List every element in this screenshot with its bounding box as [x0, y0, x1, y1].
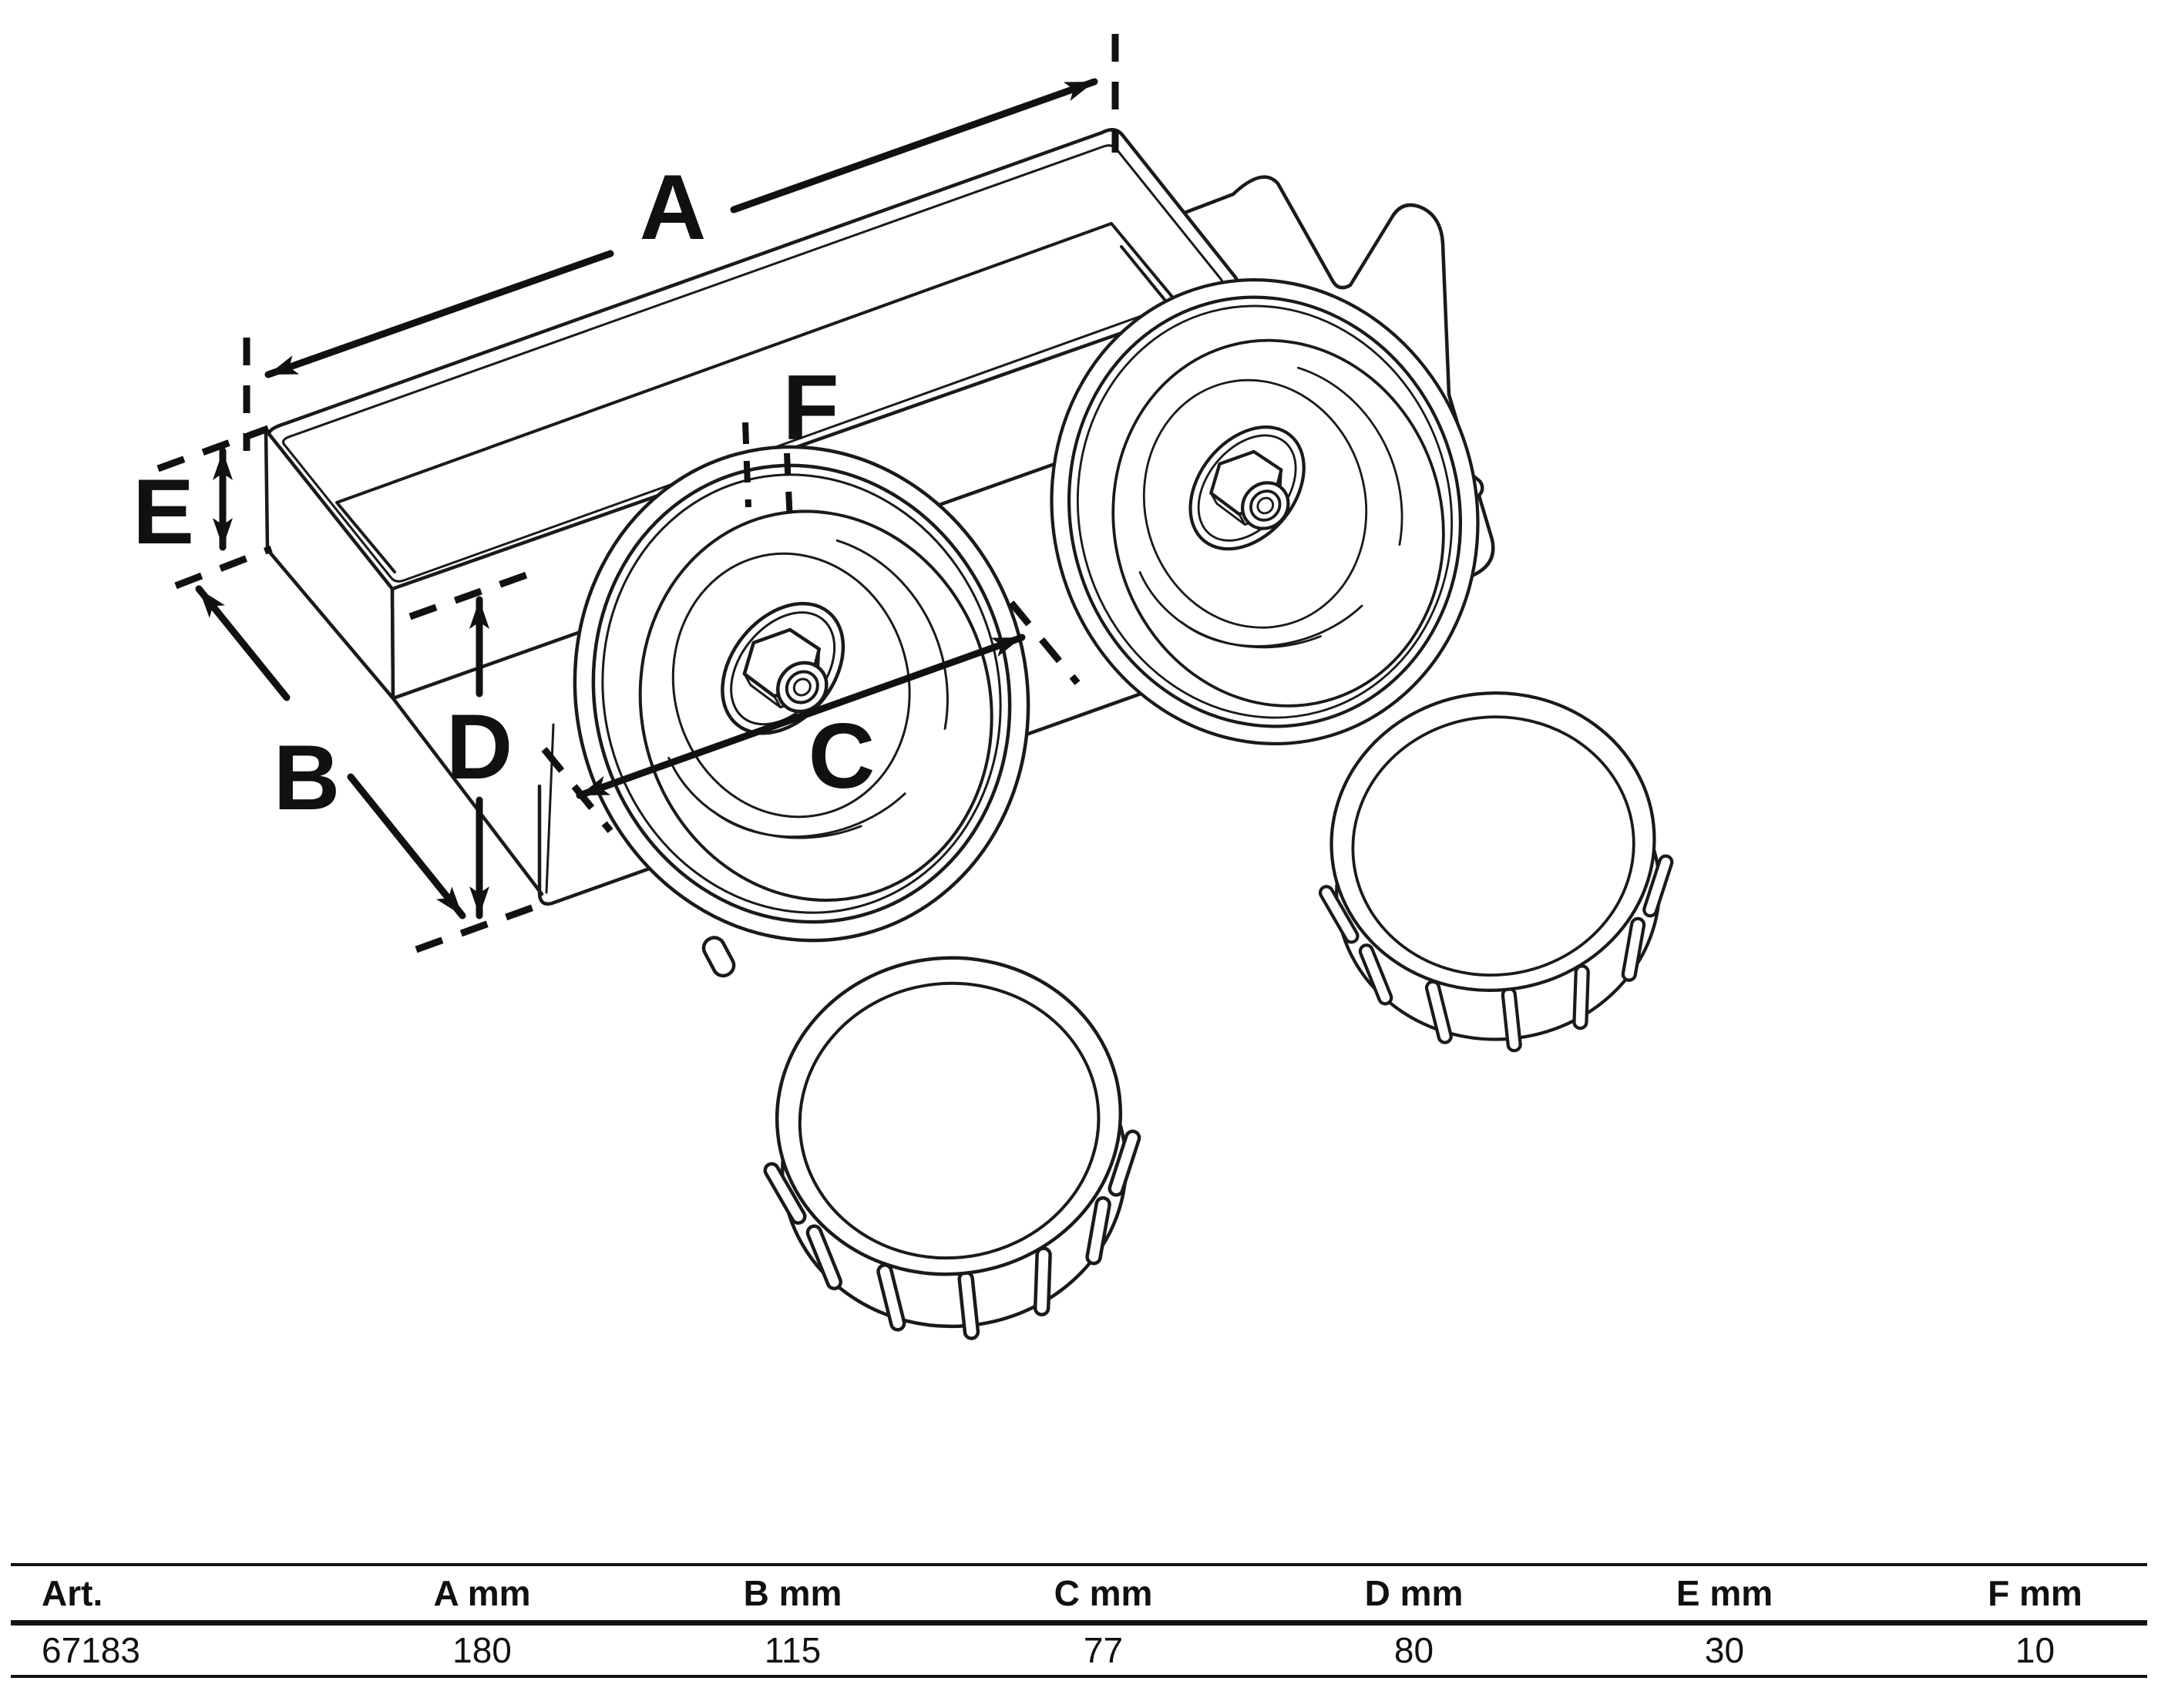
col-f-header: F mm [1988, 1573, 2082, 1613]
table-header-row: Art. A mm B mm C mm D mm E mm F mm [0, 1566, 2158, 1620]
table-rule-top [11, 1563, 2147, 1566]
cell-art-number: 67183 [42, 1630, 140, 1670]
dim-label-c: C [808, 704, 876, 808]
cap-ring-front [743, 939, 1161, 1358]
table-value-row: 67183 180 115 77 80 30 10 [0, 1626, 2158, 1675]
col-d-header: D mm [1364, 1573, 1464, 1613]
cell-f-value: 10 [2015, 1630, 2055, 1670]
dim-label-e: E [133, 460, 194, 563]
dim-label-d: D [446, 695, 513, 799]
col-art-header: Art. [42, 1573, 103, 1613]
dimension-b [195, 585, 466, 920]
cell-b-value: 115 [764, 1630, 822, 1670]
dimension-f [742, 422, 793, 523]
col-c-header: C mm [1054, 1573, 1153, 1613]
col-a-header: A mm [433, 1573, 531, 1613]
dim-label-a: A [640, 156, 707, 259]
dim-label-b: B [274, 726, 341, 829]
table-rule-bottom [11, 1675, 2147, 1678]
dim-label-f: F [782, 356, 839, 459]
cap-ring-right [1299, 675, 1692, 1069]
dimension-d [408, 567, 550, 953]
cell-e-value: 30 [1704, 1630, 1745, 1670]
parts-table: Art. A mm B mm C mm D mm E mm F mm 67183… [0, 1563, 2158, 1678]
dimension-c [541, 600, 1081, 833]
col-b-header: B mm [743, 1573, 842, 1613]
cell-c-value: 77 [1083, 1630, 1124, 1670]
cell-a-value: 180 [452, 1630, 512, 1670]
dimension-a [243, 34, 1119, 451]
dimension-e [156, 425, 273, 590]
col-e-header: E mm [1676, 1573, 1773, 1613]
cell-d-value: 80 [1393, 1630, 1434, 1670]
table-rule-mid [11, 1620, 2147, 1626]
